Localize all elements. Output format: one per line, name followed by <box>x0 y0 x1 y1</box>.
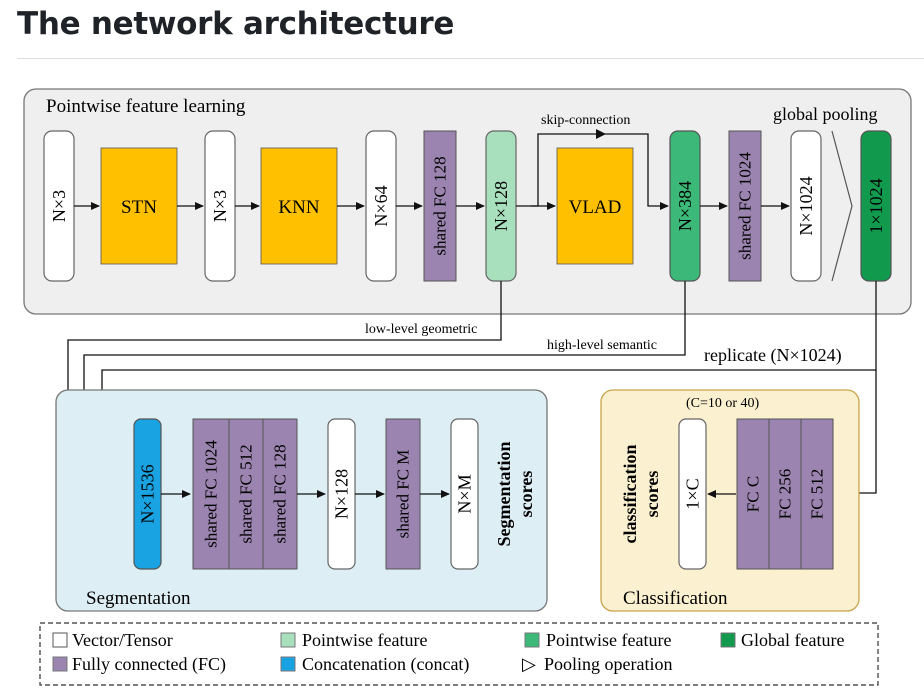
global-1024-label: 1×1024 <box>866 178 886 233</box>
n1024-tensor <box>790 130 822 282</box>
classification-panel-label: Classification <box>623 588 728 609</box>
low-level-geometric-label: low-level geometric <box>365 322 477 337</box>
legend-pointwise-mid-swatch <box>524 632 540 648</box>
replicate-label: replicate (N×1024) <box>704 345 842 366</box>
classification-scores-line1: classification <box>620 445 640 544</box>
cls-fc-c-label: FC C <box>744 476 763 512</box>
n128-label: N×128 <box>491 181 511 231</box>
legend-global-label: Global feature <box>741 630 844 650</box>
seg-fc-1024-block <box>192 418 230 570</box>
one-c-label: 1×C <box>683 478 703 509</box>
n3-input-label: N×3 <box>49 190 69 222</box>
legend-vector-swatch <box>52 632 68 648</box>
seg-fc-512-label: shared FC 512 <box>237 444 256 543</box>
cls-fc-256-block <box>768 418 802 570</box>
legend-pooling-label: Pooling operation <box>544 654 673 674</box>
legend-pointwise-mid-label: Pointwise feature <box>546 630 671 650</box>
shared-fc-128-label: shared FC 128 <box>431 156 450 255</box>
skip-connection-arrowhead <box>596 129 606 139</box>
legend-fc-swatch <box>52 656 68 672</box>
segmentation-scores-line1: Segmentation <box>494 442 514 547</box>
cls-fc-256-label: FC 256 <box>776 469 795 520</box>
high-level-semantic-label: high-level semantic <box>547 338 657 353</box>
legend-pooling-icon: ▷ <box>522 654 536 674</box>
shared-fc-128-block <box>423 130 457 282</box>
stn-block <box>100 147 178 265</box>
classification-c-note: (C=10 or 40) <box>686 396 760 411</box>
shared-fc-1024-label: shared FC 1024 <box>736 152 755 260</box>
title-divider <box>17 58 924 59</box>
top-panel-label: Pointwise feature learning <box>46 96 246 117</box>
segmentation-panel <box>55 389 548 612</box>
legend-global-swatch <box>720 632 736 648</box>
knn-block <box>260 147 338 265</box>
n1024-label: N×1024 <box>796 176 816 235</box>
legend-concat-label: Concatenation (concat) <box>302 654 469 675</box>
nm-output-tensor <box>450 418 479 570</box>
seg-n128-label: N×128 <box>332 469 352 519</box>
page-title: The network architecture <box>17 6 455 42</box>
segmentation-scores-line2: scores <box>516 471 536 518</box>
global-pooling-label: global pooling <box>773 104 878 124</box>
seg-fc-128-label: shared FC 128 <box>271 444 290 543</box>
knn-label: KNN <box>278 197 319 218</box>
one-c-output-tensor <box>678 418 707 570</box>
legend-pointwise-light-label: Pointwise feature <box>302 630 427 650</box>
n384-label: N×384 <box>675 181 695 231</box>
legend-box <box>39 622 879 686</box>
legend-vector-label: Vector/Tensor <box>72 630 173 650</box>
classification-scores-line2: scores <box>642 471 662 518</box>
seg-fc-m-label: shared FC M <box>394 450 413 539</box>
n64-label: N×64 <box>371 185 391 226</box>
seg-fc-1024-label: shared FC 1024 <box>202 440 221 548</box>
cls-fc-512-label: FC 512 <box>808 469 827 520</box>
legend-concat-swatch <box>280 656 296 672</box>
shared-fc-1024-block <box>728 130 762 282</box>
cls-fc-512-block <box>800 418 834 570</box>
skip-connection-label: skip-connection <box>541 113 630 128</box>
segmentation-panel-label: Segmentation <box>86 588 191 609</box>
legend-fc-label: Fully connected (FC) <box>72 654 226 675</box>
vlad-block <box>556 147 634 265</box>
nm-label: N×M <box>455 474 475 513</box>
stn-label: STN <box>121 197 157 218</box>
seg-fc-512-block <box>228 418 264 570</box>
n3-transformed-label: N×3 <box>210 190 230 222</box>
vlad-label: VLAD <box>569 197 622 218</box>
legend-pointwise-light-swatch <box>280 632 296 648</box>
n1536-label: N×1536 <box>138 464 158 523</box>
pooling-operation-icon <box>831 130 853 282</box>
